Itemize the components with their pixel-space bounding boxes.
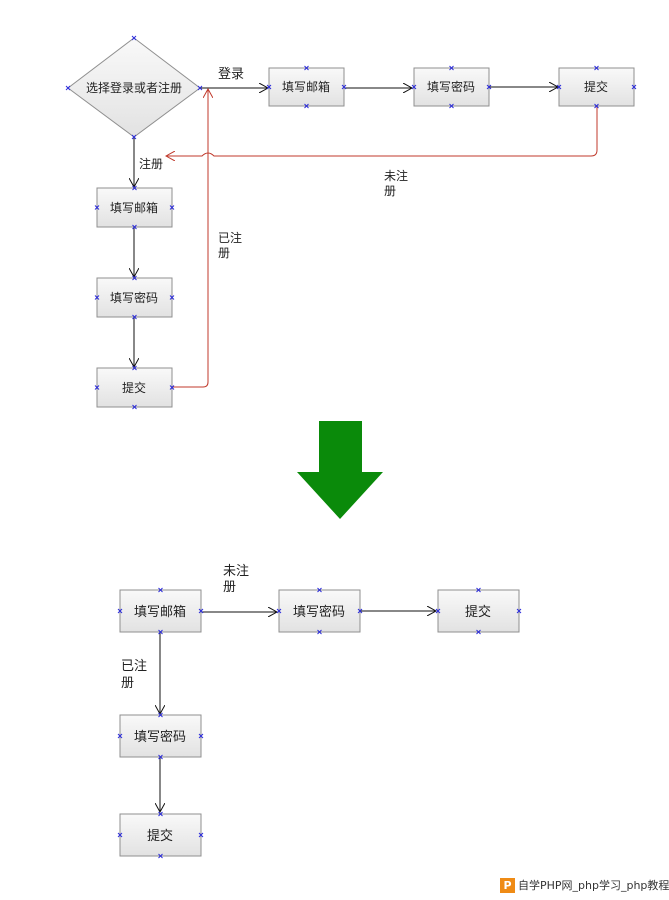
connection-handle-icon [476,629,481,635]
top-flowchart: 登录 注册 未注 册 已注 册 选择登录或者注册 填写邮箱 填写密码 提交 填写… [67,37,635,408]
connection-handle-icon [317,629,322,635]
bottom-edges [160,611,436,812]
node-fill-password-login: 填写密码 [413,67,490,107]
connection-handle-icon [158,811,163,817]
node-fill-email-login-text: 填写邮箱 [282,79,330,94]
node-fill-email-login: 填写邮箱 [268,67,345,107]
connection-handle-icon [132,185,137,191]
node-choose-text: 选择登录或者注册 [86,80,182,95]
connection-handle-icon [94,205,100,210]
connection-handle-icon [132,404,137,410]
node-fill-email-register: 填写邮箱 [96,187,173,228]
connection-handles [65,35,637,859]
node-choose-login-or-register: 选择登录或者注册 [67,37,201,138]
node-fill-password-register: 填写密码 [96,277,173,318]
connection-handle-icon [131,134,137,140]
label-register: 注册 [139,156,163,171]
connection-handle-icon [197,85,203,91]
connection-handle-icon [169,295,175,300]
node-bottom-fill-password-down-text: 填写密码 [134,729,186,745]
label-not-registered-line2: 册 [384,184,396,198]
connection-handle-icon [198,733,204,739]
node-submit-login-text: 提交 [584,79,608,94]
connection-handle-icon [132,365,137,371]
connection-handle-icon [304,65,309,71]
connection-handle-icon [341,84,347,90]
connection-handle-icon [132,275,137,281]
label-registered-line2: 册 [218,246,230,260]
connection-handle-icon [117,832,123,838]
connection-handle-icon [304,103,309,109]
connection-handle-icon [158,853,163,859]
connection-handle-icon [132,224,137,230]
edge-submit-reg-registered [172,89,208,388]
label-bottom-not-registered-line2: 册 [223,580,236,595]
connection-handle-icon [476,587,481,593]
connection-handle-icon [65,85,71,91]
node-bottom-submit-right-text: 提交 [465,604,491,620]
connection-handle-icon [117,608,123,614]
node-bottom-submit-right: 提交 [437,589,520,633]
connection-handle-icon [486,84,492,90]
node-fill-password-login-text: 填写密码 [427,79,475,94]
node-bottom-submit-down: 提交 [119,813,202,857]
connection-handle-icon [594,103,599,109]
label-bottom-not-registered-line1: 未注 [223,564,249,579]
watermark-text: 自学PHP网_php学习_php教程 [518,879,669,892]
connection-handle-icon [435,608,441,614]
connection-handle-icon [516,608,522,614]
node-submit-register-text: 提交 [122,380,146,395]
watermark-logo-icon: P [500,877,515,893]
connection-handle-icon [94,295,100,300]
label-not-registered-line1: 未注 [384,168,408,183]
connection-handle-icon [556,84,562,90]
connection-handle-icon [131,35,137,41]
node-bottom-submit-down-text: 提交 [147,828,173,844]
transform-down-arrow [297,421,383,519]
node-bottom-fill-email: 填写邮箱 [119,589,202,633]
node-bottom-fill-password-down: 填写密码 [119,714,202,758]
connection-handle-icon [158,629,163,635]
connection-handle-icon [169,205,175,210]
node-bottom-fill-password-right: 填写密码 [278,589,361,633]
connection-handle-icon [132,314,137,320]
connection-handle-icon [266,84,272,90]
connection-handle-icon [594,65,599,71]
bottom-flowchart: 未注 册 已注 册 填写邮箱 填写密码 提交 填写密码 提交 [119,564,520,857]
node-bottom-fill-password-right-text: 填写密码 [293,604,345,620]
connection-handle-icon [158,587,163,593]
node-bottom-fill-email-text: 填写邮箱 [134,604,186,620]
connection-handle-icon [317,587,322,593]
label-bottom-registered-line1: 已注 [121,659,147,674]
connection-handle-icon [169,385,175,390]
top-edges [134,87,598,388]
watermark: P 自学PHP网_php学习_php教程 [500,876,669,894]
connection-handle-icon [198,608,204,614]
node-submit-register: 提交 [96,367,173,408]
label-login: 登录 [218,67,244,82]
connection-handle-icon [631,84,637,90]
node-fill-password-register-text: 填写密码 [110,290,158,305]
connection-handle-icon [94,385,100,390]
connection-handle-icon [117,733,123,739]
connection-handle-icon [276,608,282,614]
label-bottom-registered-line2: 册 [121,676,134,691]
connection-handle-icon [158,712,163,718]
connection-handle-icon [198,832,204,838]
connection-handle-icon [449,65,454,71]
node-fill-email-register-text: 填写邮箱 [110,200,158,215]
connection-handle-icon [357,608,363,614]
label-registered-line1: 已注 [218,230,242,245]
node-submit-login: 提交 [558,67,635,107]
connection-handle-icon [411,84,417,90]
edge-submit-login-not-registered [166,106,598,156]
connection-handle-icon [158,754,163,760]
connection-handle-icon [449,103,454,109]
